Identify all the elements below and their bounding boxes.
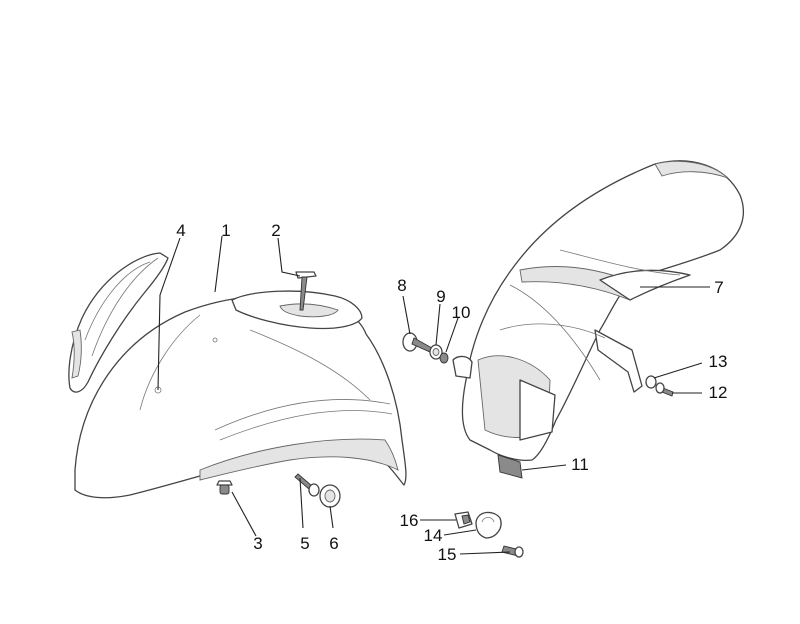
leader-8 xyxy=(402,295,411,335)
leader-lines xyxy=(157,235,710,555)
leader-13 xyxy=(653,362,703,379)
callout-3: 3 xyxy=(253,534,262,553)
leader-11 xyxy=(521,464,567,471)
leader-6 xyxy=(329,505,334,529)
leader-2 xyxy=(277,237,301,277)
callout-1: 1 xyxy=(221,221,230,240)
callout-6: 6 xyxy=(329,534,338,553)
callout-9: 9 xyxy=(436,287,445,306)
callout-labels: 4 1 2 3 5 6 7 8 9 10 11 12 13 14 15 16 xyxy=(176,221,727,564)
part-grommet xyxy=(319,484,341,508)
callout-12: 12 xyxy=(709,383,728,402)
leader-4 xyxy=(159,237,181,296)
part-trim-piece xyxy=(68,252,169,393)
part-screw-top xyxy=(295,271,317,311)
part-front-fairing xyxy=(74,290,407,499)
part-clamp-assembly xyxy=(454,511,524,558)
callout-11: 11 xyxy=(571,455,589,474)
part-small-bolt xyxy=(216,480,233,495)
callout-8: 8 xyxy=(397,276,406,295)
leader-9 xyxy=(435,303,441,346)
leader-14 xyxy=(443,529,477,536)
callout-4: 4 xyxy=(176,221,185,240)
part-rear-mudguard xyxy=(461,160,744,479)
callout-13: 13 xyxy=(709,352,728,371)
callout-16: 16 xyxy=(400,511,419,530)
leader-4b xyxy=(157,294,161,391)
callout-2: 2 xyxy=(271,221,280,240)
callout-5: 5 xyxy=(300,534,309,553)
part-fastener-set xyxy=(402,332,473,379)
callout-7: 7 xyxy=(714,278,723,297)
part-bolt-washer xyxy=(645,375,674,397)
leader-10 xyxy=(445,317,459,353)
callout-14: 14 xyxy=(424,526,443,545)
leader-1 xyxy=(214,235,223,293)
callout-15: 15 xyxy=(438,545,457,564)
leader-5 xyxy=(299,477,304,529)
leader-15 xyxy=(459,551,511,555)
leader-3 xyxy=(231,491,257,537)
callout-10: 10 xyxy=(452,303,471,322)
part-screw-lower xyxy=(294,473,320,497)
